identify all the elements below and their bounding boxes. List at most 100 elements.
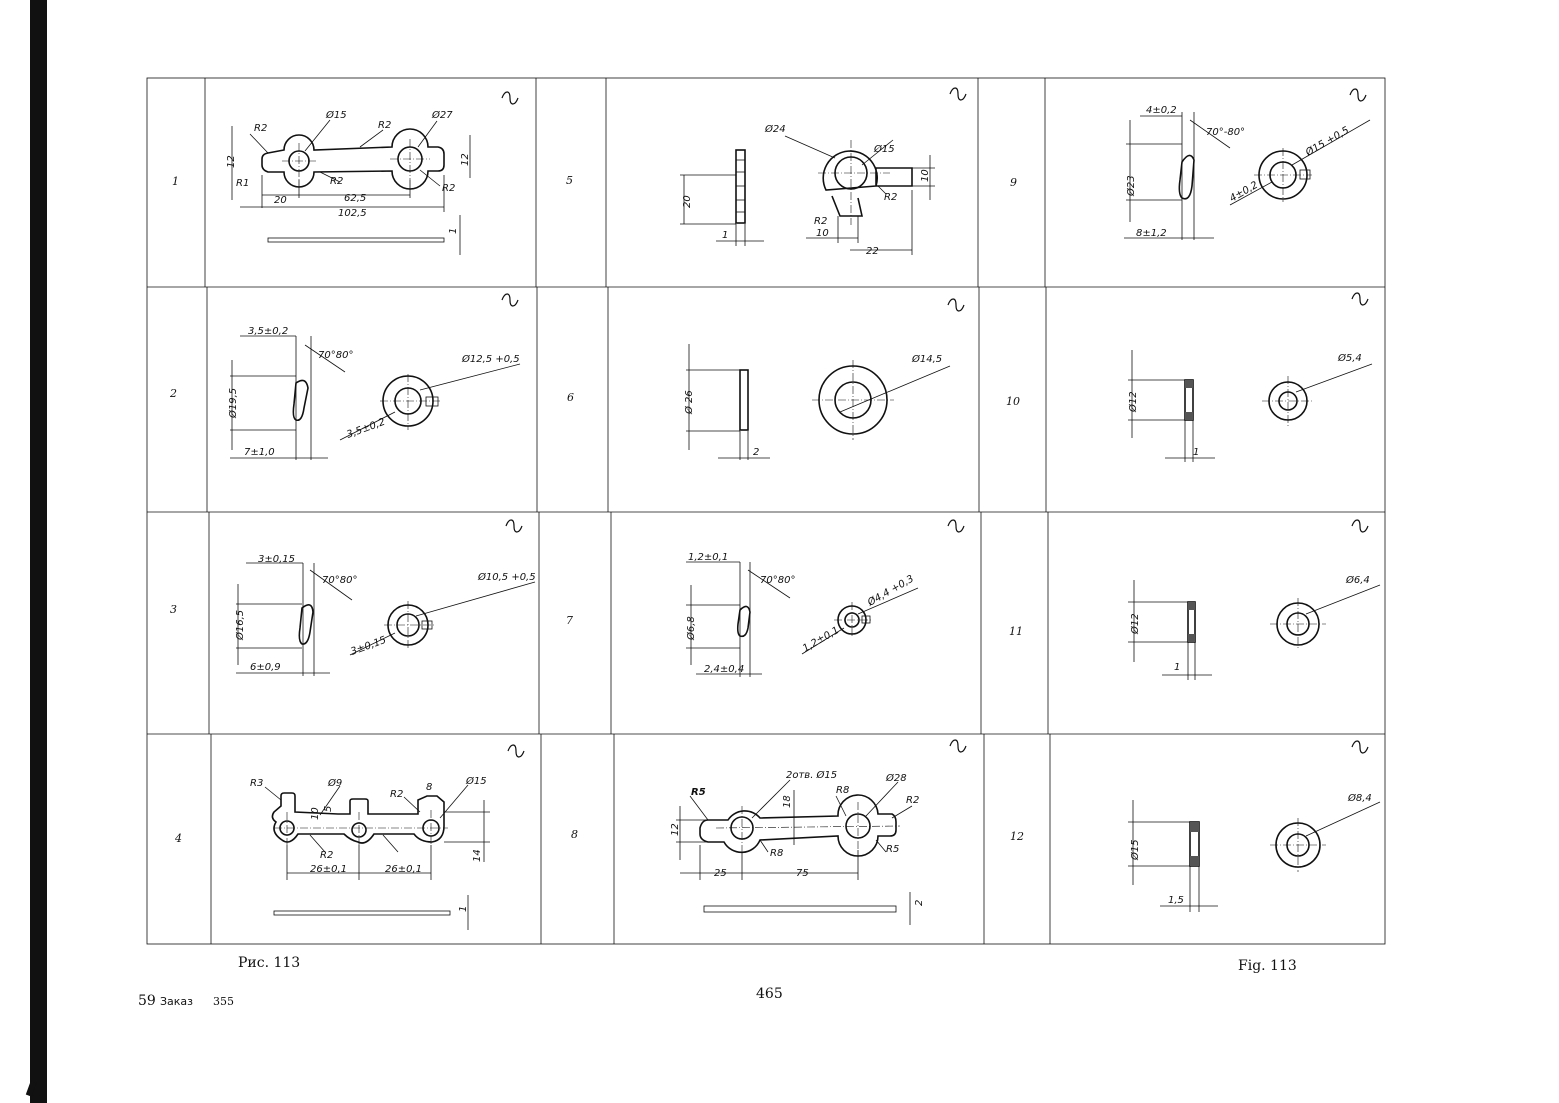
part-5-drawing: Ø24 Ø15 10 20 R2 R2 10 1 22: [680, 123, 935, 257]
dim-label: Ø14,5: [911, 353, 942, 365]
dim-label: R2: [330, 176, 343, 187]
order-label: Заказ: [160, 995, 194, 1008]
page-binding-edge: [30, 0, 47, 1103]
dim-label: 3,5±0,2: [248, 326, 288, 337]
dim-label: 10: [816, 228, 829, 239]
dim-label: Ø19,5: [227, 388, 239, 419]
dim-label: 1,2±0,1: [688, 552, 728, 563]
dim-label: 10: [920, 169, 931, 182]
dim-label: R8: [836, 785, 849, 796]
dim-label: 22: [866, 246, 879, 257]
dim-label: R1: [236, 178, 249, 189]
dim-label: 26±0,1: [385, 864, 422, 875]
cell-number-11: 11: [1009, 625, 1023, 638]
dim-label: 70°-80°: [1206, 127, 1245, 138]
dim-label: 26±0,1: [310, 864, 347, 875]
dim-label: 1: [1174, 662, 1180, 673]
dim-label: 1,5: [1168, 895, 1184, 906]
dim-label: R2: [378, 120, 391, 131]
dim-label: Ø10,5 +0,5: [477, 571, 536, 583]
dim-label: 1: [448, 228, 459, 234]
part-1-drawing: R2 Ø15 R2 Ø27 12 12 R1 20 R2 62,5 R2 102…: [226, 109, 471, 255]
part-10-drawing: Ø5,4 Ø12 1: [1127, 350, 1373, 462]
dim-label: Ø15: [873, 143, 895, 155]
dim-label: 70°80°: [760, 575, 795, 586]
dim-label: Ø15: [1129, 839, 1141, 861]
cell-number-1: 1: [172, 175, 179, 188]
dim-label: R2: [320, 850, 333, 861]
dim-label: 3,5±0,2: [345, 417, 387, 441]
dim-label: Ø12: [1127, 391, 1139, 413]
dim-label: Ø15: [465, 775, 487, 787]
dim-label: Ø6,8: [685, 616, 697, 641]
dim-label: 18: [782, 795, 793, 808]
dim-label: Ø12,5 +0,5: [461, 353, 520, 365]
dim-label: 12: [460, 153, 471, 166]
order-number: 355: [213, 995, 234, 1008]
dim-label: Ø4,4 +0,3: [865, 573, 916, 610]
cell-number-2: 2: [169, 387, 177, 400]
figure-caption-ru: Рис. 113: [238, 955, 301, 971]
dim-label: 2,4±0,4: [704, 664, 744, 675]
dim-label: R3: [250, 778, 263, 789]
figure-caption-en: Fig. 113: [1238, 958, 1297, 974]
dim-label: Ø9: [327, 777, 342, 789]
dim-label: 20: [274, 195, 287, 206]
part-9-drawing: 4±0,2 70°-80° Ø15 +0,5 Ø23 4±0,2 8±1,2: [1124, 105, 1371, 240]
dim-label: Ø15: [325, 109, 347, 121]
cell-number-8: 8: [571, 828, 578, 841]
cell-number-9: 9: [1010, 176, 1017, 189]
dim-label: 2: [753, 447, 759, 458]
dim-label: 1: [722, 230, 728, 241]
dim-label: 4±0,2: [1146, 105, 1177, 116]
dim-label: 62,5: [344, 193, 366, 204]
part-12-drawing: Ø8,4 Ø15 1,5: [1128, 792, 1381, 912]
sheet-number: 59: [138, 993, 156, 1009]
dim-label: Ø6,4: [1345, 574, 1370, 586]
dim-label: Ø24: [764, 123, 786, 135]
dim-label: 10: [310, 807, 321, 820]
dim-label: R2: [442, 183, 455, 194]
dim-label: 1,2±0,1: [801, 625, 841, 655]
dim-label: Ø5,4: [1337, 352, 1362, 364]
dim-label: 8±1,2: [1136, 228, 1167, 239]
dim-label: 70°80°: [318, 350, 353, 361]
dim-label: R5: [691, 787, 706, 798]
dim-label: 25: [714, 868, 727, 879]
part-4-drawing: R3 Ø9 R2 8 Ø15 10 5 R2 14 26±0,1 26±0,1 …: [250, 775, 490, 930]
cell-number-12: 12: [1010, 830, 1024, 843]
dim-label: 2отв. Ø15: [786, 769, 837, 781]
cell-number-5: 5: [566, 174, 573, 187]
cell-number-3: 3: [170, 603, 177, 616]
cell-number-4: 4: [174, 832, 182, 845]
dim-label: 2: [914, 900, 925, 906]
dim-label: 8: [426, 782, 432, 793]
dim-label: Ø23: [1125, 175, 1137, 197]
table-grid: [146, 77, 1386, 945]
dim-label: 12: [670, 823, 681, 836]
dim-label: Ø15 +0,5: [1303, 124, 1351, 159]
part-11-drawing: Ø6,4 Ø12 1: [1128, 574, 1381, 680]
dim-label: 3±0,15: [258, 554, 295, 565]
page-number: 465: [756, 986, 783, 1002]
dim-label: 1: [458, 906, 469, 912]
dim-label: R2: [906, 795, 919, 806]
cell-number-7: 7: [566, 614, 573, 627]
dim-label: Ø27: [431, 109, 453, 121]
dim-label: 6±0,9: [250, 662, 281, 673]
dim-label: R2: [254, 123, 267, 134]
dim-label: 4±0,2: [1228, 180, 1260, 205]
dim-label: R2: [390, 789, 403, 800]
dim-label: 14: [472, 849, 483, 862]
dim-label: R2: [814, 216, 827, 227]
dim-label: 3±0,15: [349, 635, 388, 658]
part-2-drawing: 3,5±0,2 70°80° Ø12,5 +0,5 Ø19,5 3,5±0,2 …: [227, 326, 521, 460]
dim-label: R5: [886, 844, 899, 855]
dim-label: 7±1,0: [244, 447, 275, 458]
part-6-drawing: Ø14,5 Ø 26 2: [683, 344, 951, 460]
dim-label: 5: [323, 806, 334, 812]
dim-label: 70°80°: [322, 575, 357, 586]
dim-label: Ø8,4: [1347, 792, 1372, 804]
part-3-drawing: 3±0,15 70°80° Ø10,5 +0,5 Ø16,5 3±0,15 6±…: [234, 554, 536, 676]
